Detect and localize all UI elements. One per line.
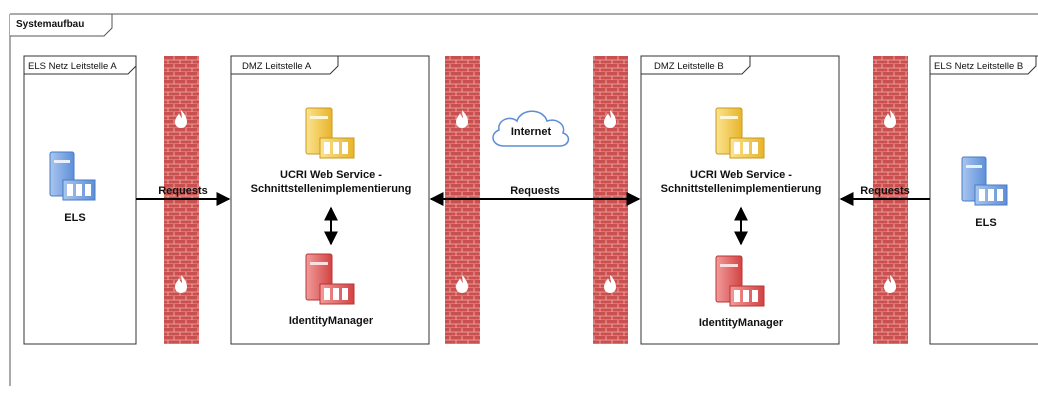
zone-dmz-b-label: DMZ Leitstelle B [654, 61, 724, 72]
internet-cloud: Internet [492, 110, 570, 147]
identity-b-label: IdentityManager [699, 317, 784, 329]
internet-label: Internet [511, 126, 552, 138]
connection-middle: Requests [429, 185, 641, 206]
zone-dmz-a-label: DMZ Leitstelle A [242, 61, 312, 72]
ucri-b-server-icon [715, 107, 765, 159]
ucri-b-label-line1: UCRI Web Service - [690, 169, 792, 181]
els-b-server-icon [961, 156, 1008, 206]
zone-els-netz-a-label: ELS Netz Leitstelle A [28, 61, 117, 72]
frame-title: Systemaufbau [16, 19, 84, 30]
cloud-icon [492, 110, 570, 147]
requests-right-label: Requests [860, 185, 910, 197]
els-b-label: ELS [975, 217, 996, 229]
systemaufbau-frame: Systemaufbau [9, 13, 1038, 386]
requests-middle-label: Requests [510, 185, 560, 197]
els-a-label: ELS [64, 212, 85, 224]
els-a-server-icon [49, 151, 96, 201]
ucri-a-server-icon [305, 107, 355, 159]
identity-a-server-icon [305, 253, 355, 305]
zone-dmz-a: DMZ Leitstelle A [230, 55, 430, 345]
ucri-a-label-line1: UCRI Web Service - [280, 169, 382, 181]
zone-els-netz-b-label: ELS Netz Leitstelle B [934, 61, 1023, 72]
identity-b-server-icon [715, 255, 765, 307]
identity-a-label: IdentityManager [289, 315, 374, 327]
requests-left-label: Requests [158, 185, 208, 197]
connection-right: Requests [839, 185, 930, 206]
ucri-b-label-line2: Schnittstellenimplementierung [661, 183, 822, 195]
connection-left: Requests [136, 185, 231, 206]
ucri-a-label-line2: Schnittstellenimplementierung [251, 183, 412, 195]
